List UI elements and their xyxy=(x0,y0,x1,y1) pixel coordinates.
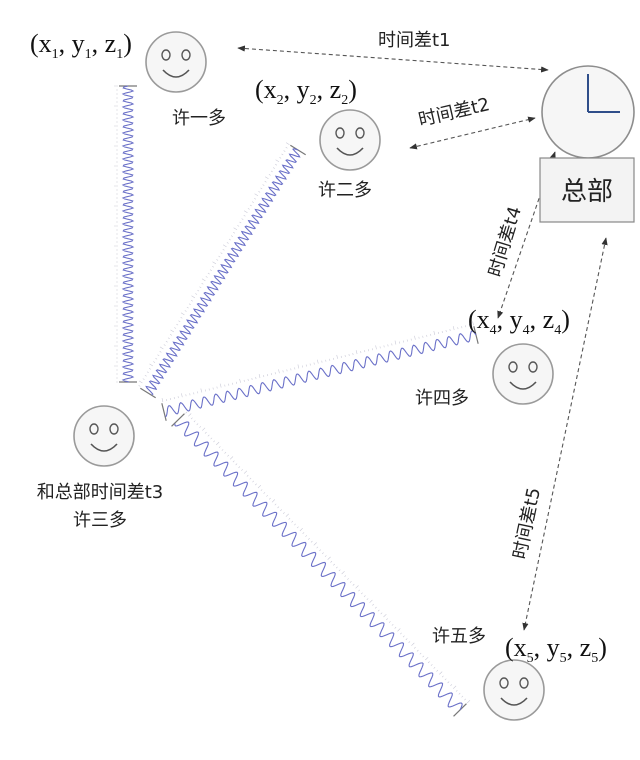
smiley-face-icon xyxy=(319,109,381,171)
person-2-coord: (x2, y2, z2) xyxy=(255,75,357,108)
headquarters-box: 总部 xyxy=(539,157,635,223)
person-3: 和总部时间差t3 许三多 xyxy=(37,405,164,531)
person-5: 许五多 (x5, y5, z5) xyxy=(432,626,607,721)
signal-wave-p1-p3 xyxy=(114,85,137,383)
smiley-face-icon xyxy=(145,31,207,93)
label-t4: 时间差t4 xyxy=(485,204,526,279)
person-4: 许四多 (x4, y4, z4) xyxy=(415,305,570,409)
person-4-coord: (x4, y4, z4) xyxy=(468,305,570,338)
label-t2: 时间差t2 xyxy=(416,94,491,131)
person-1: 许一多 (x1, y1, z1) xyxy=(30,29,226,129)
clock-icon xyxy=(541,65,635,159)
signal-wave-p4-p3 xyxy=(161,321,479,421)
smiley-face-icon xyxy=(492,343,554,405)
arrow-t1 xyxy=(237,45,549,73)
person-2: 许二多 (x2, y2, z2) xyxy=(255,75,381,201)
person-5-name: 许五多 xyxy=(432,626,486,647)
person-5-coord: (x5, y5, z5) xyxy=(505,633,607,666)
arrow-t5 xyxy=(522,237,608,631)
smiley-face-icon xyxy=(73,405,135,467)
person-3-note: 和总部时间差t3 xyxy=(37,482,164,503)
person-3-name: 许三多 xyxy=(73,510,127,531)
label-t1: 时间差t1 xyxy=(378,30,451,51)
smiley-face-icon xyxy=(483,659,545,721)
label-t5: 时间差t5 xyxy=(509,486,545,561)
signal-wave-p5-p3 xyxy=(171,411,471,717)
person-1-name: 许一多 xyxy=(172,108,226,129)
arrow-t2 xyxy=(409,116,536,150)
signal-waves xyxy=(114,85,479,717)
person-4-name: 许四多 xyxy=(415,388,469,409)
signal-wave-p2-p3 xyxy=(138,142,306,399)
headquarters-label: 总部 xyxy=(561,177,613,207)
person-2-name: 许二多 xyxy=(318,180,372,201)
person-1-coord: (x1, y1, z1) xyxy=(30,29,132,62)
